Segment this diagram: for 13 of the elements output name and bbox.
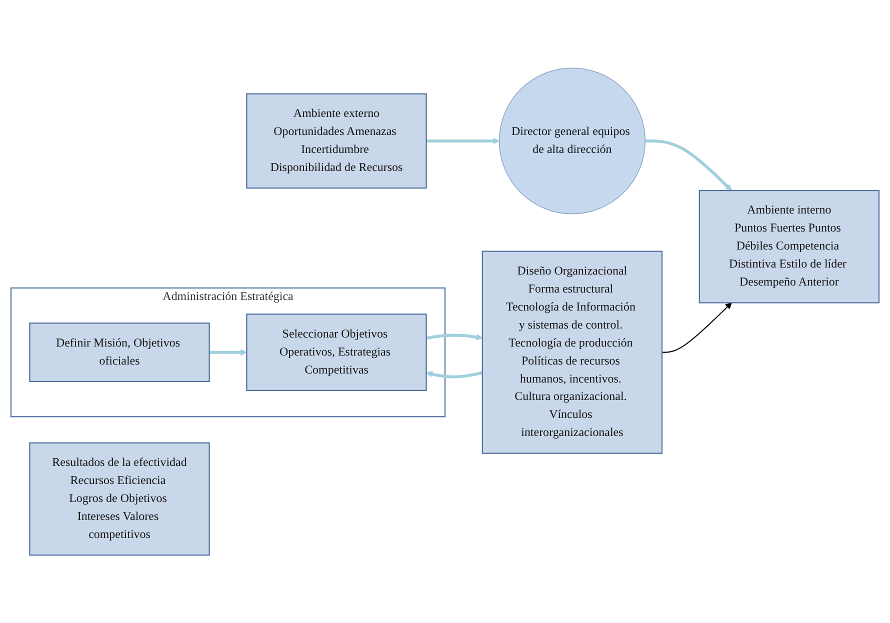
- node-box: Ambiente externo Oportunidades Amenazas Incertidumbre Disponibilidad de Recursos: [246, 93, 427, 189]
- node-box: Ambiente interno Puntos Fuertes Puntos Débiles Competencia Distintiva Estilo de líder Desempeño Anterior: [698, 190, 880, 304]
- arrow: [209, 349, 247, 356]
- node-box: Definir Misión, Objetivos oficiales: [29, 322, 210, 382]
- arrow: [662, 302, 732, 353]
- arrow: [645, 139, 732, 191]
- node-circle: Director general equipos de alta dirección: [498, 68, 646, 214]
- node-box: Seleccionar Objetivos Operativos, Estrategias Competitivas: [246, 314, 427, 391]
- arrow: [426, 138, 500, 144]
- node-box: Diseño Organizacional Forma estructural Tecnología de Información y sistemas de control. Tecnología de producción Políticas de recursos humanos, incentivos. Cultura organizacional. Vínculos interorganizacionales: [482, 250, 663, 454]
- arrow: [426, 334, 483, 340]
- arrow: [426, 370, 483, 378]
- node-box: Resultados de la efectividad Recursos Eficiencia Logros de Objetivos Intereses Valores competitivos: [29, 442, 210, 556]
